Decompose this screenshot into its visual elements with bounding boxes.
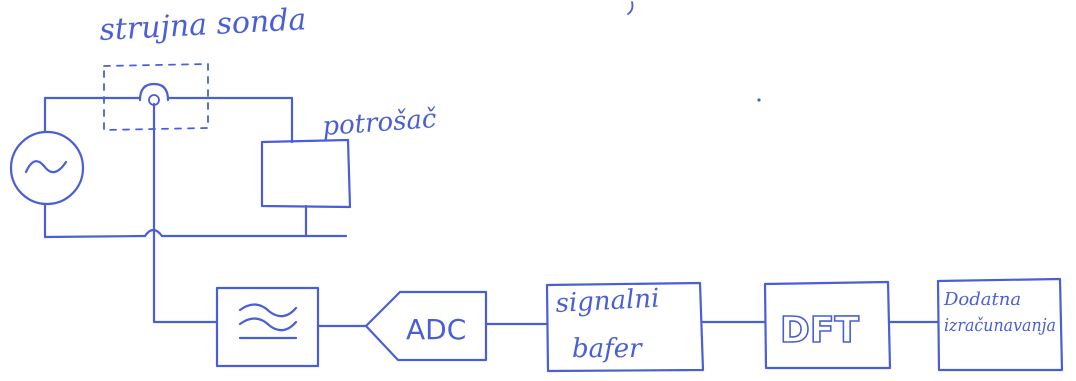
consumer-label: potrošač [321,104,437,142]
dft-box [763,280,892,370]
probe-box [103,63,209,131]
adc-block: ADC [364,290,488,362]
consumer-load [260,138,352,209]
adc-label: ADC [406,313,466,346]
probe-label: strujna sonda [99,2,308,48]
wire-source-top [43,96,142,134]
probe-loop [138,82,170,102]
circuit-wires [43,96,348,324]
processing-chain: ADC signalni bafer DFT Dodatna izračunav… [215,277,1064,373]
buffer-label-line1: signalni [555,284,660,319]
buffer-box [545,281,705,373]
filter-box [215,286,320,368]
dft-block: DFT [763,280,892,370]
buffer-label-line2: bafer [572,334,643,364]
post-box [936,277,1064,372]
buffer-block: signalni bafer [545,281,705,373]
ink-fragment [627,1,634,15]
sine-symbol [24,160,68,174]
filter-block [215,286,320,368]
wire-source-bottom [43,202,147,239]
ac-source [9,130,85,206]
dft-label: DFT [780,310,859,351]
filter-symbol [238,303,298,340]
source-circle [9,130,85,206]
load-box [260,138,352,209]
wire-top-right [166,96,294,144]
post-label-line2: izračunavanja [944,315,1056,336]
post-processing-block: Dodatna izračunavanja [936,277,1064,372]
post-label-line1: Dodatna [943,289,1021,310]
ink-dot [757,98,761,102]
wire-probe-signal [152,102,218,324]
adc-shape [364,290,488,362]
